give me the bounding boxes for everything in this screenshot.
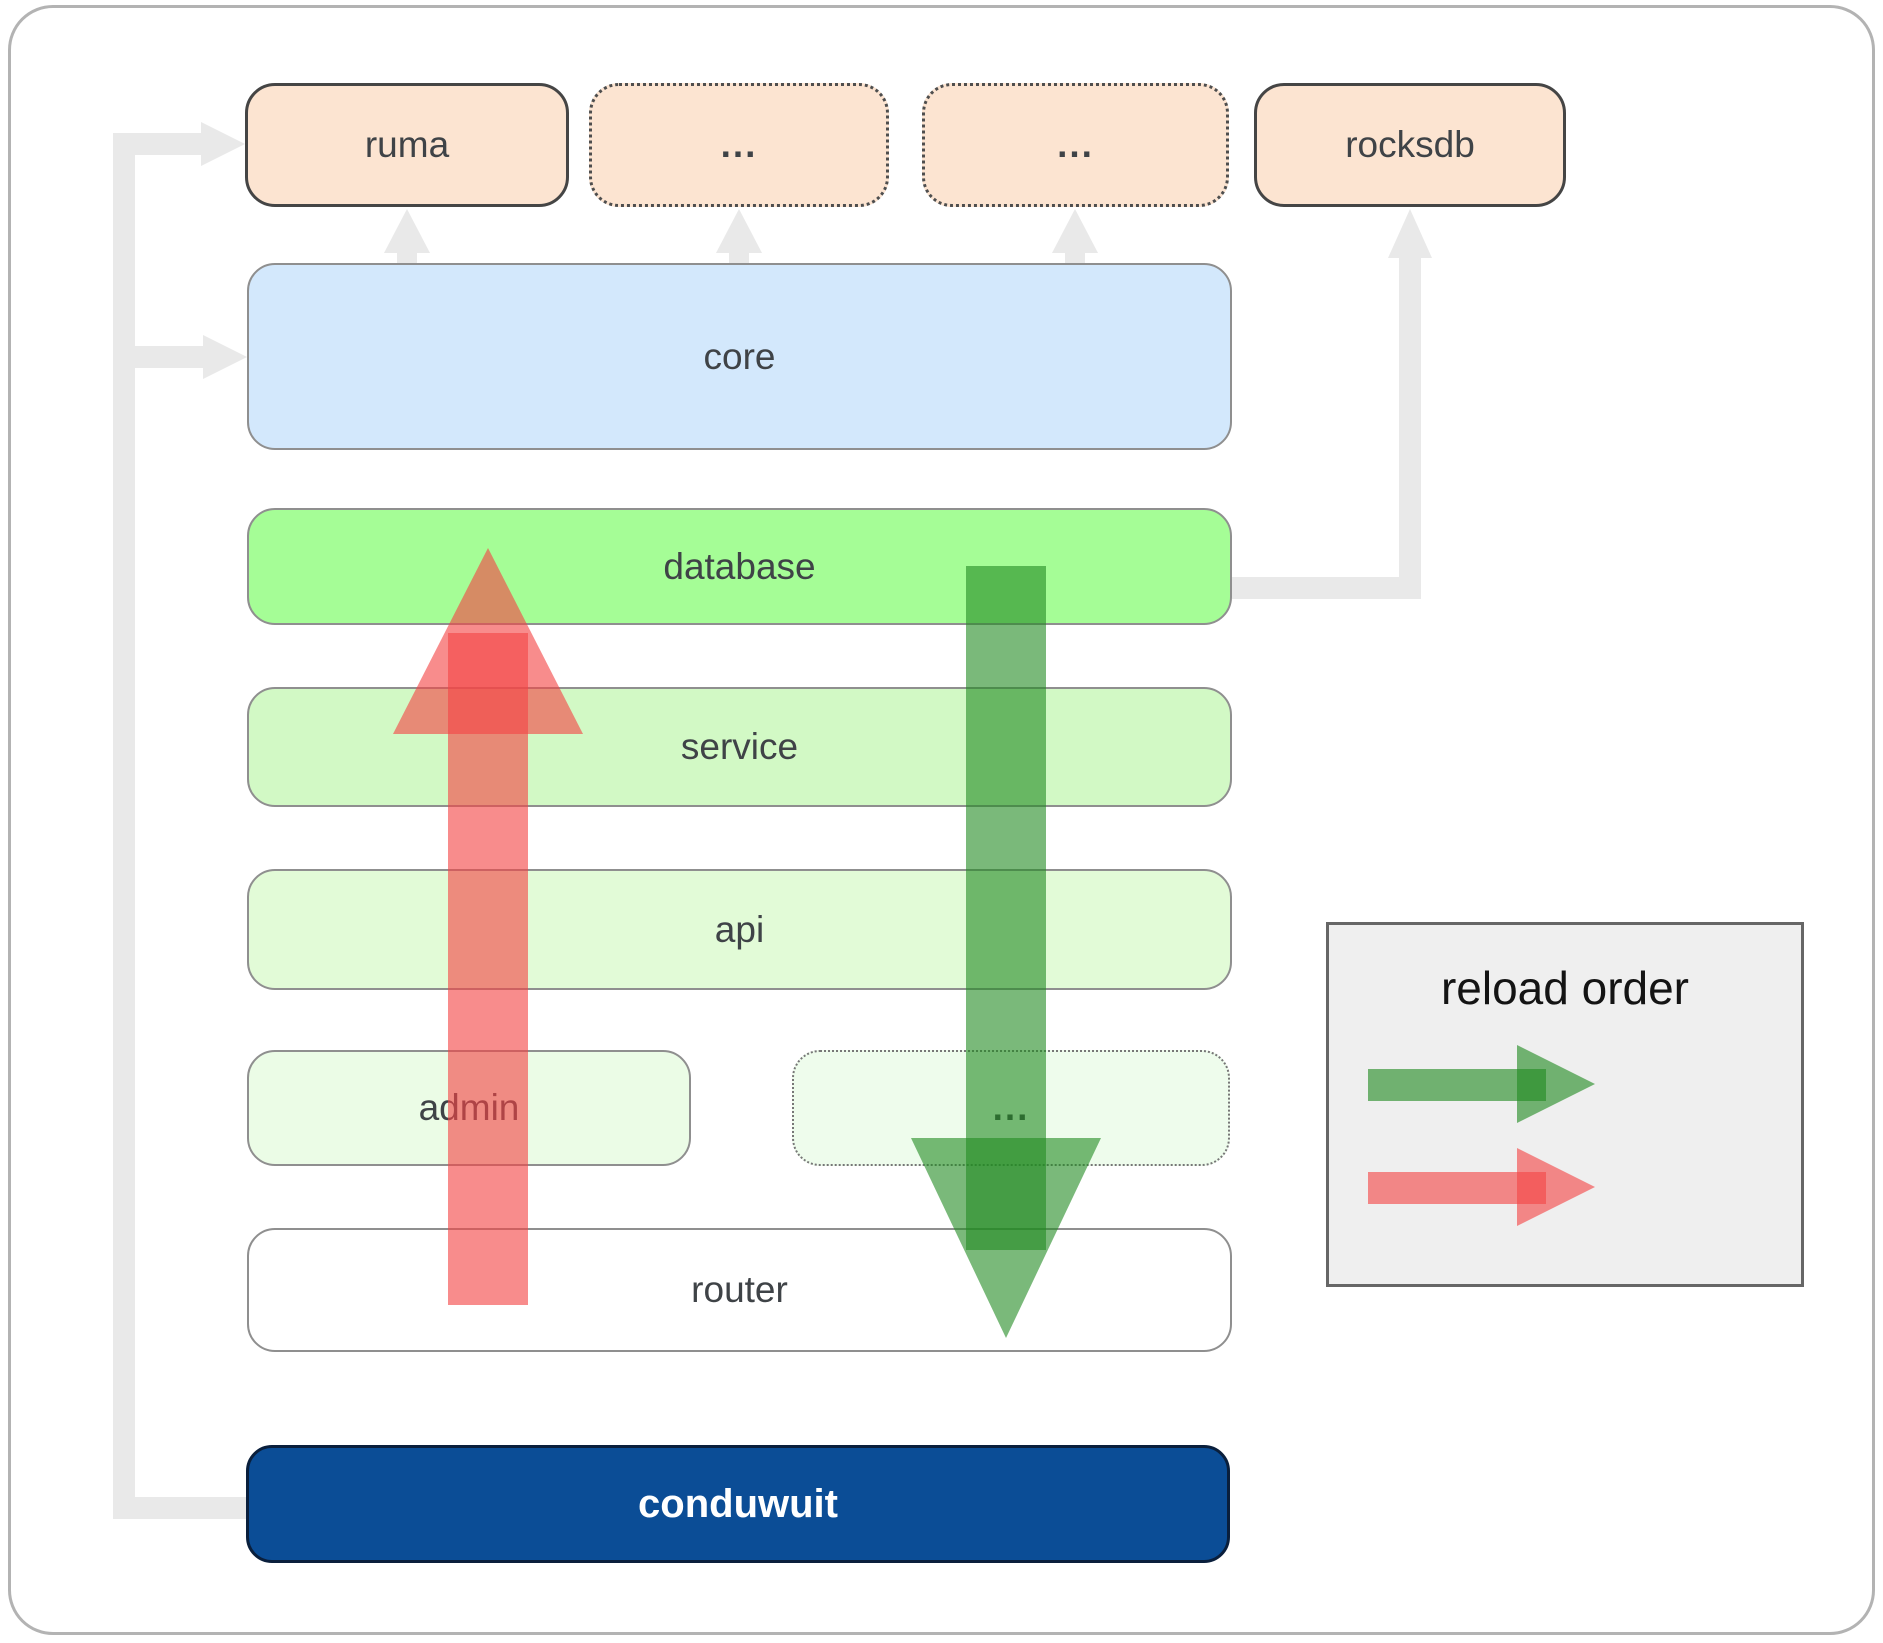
legend: reload order: [1326, 922, 1804, 1287]
box-api-label: api: [714, 908, 765, 950]
box-ellipsis-admin-label: ...: [992, 1087, 1030, 1128]
box-ruma: ruma: [245, 83, 569, 207]
load-arrow-icon: [1368, 1045, 1595, 1123]
box-ellipsis-top-1-label: ...: [720, 124, 758, 165]
outer-frame: [8, 5, 1875, 1635]
box-ellipsis-top-2-label: ...: [1057, 124, 1094, 165]
box-database: database: [247, 508, 1232, 625]
unload-arrow-icon: [1368, 1148, 1595, 1226]
box-admin: admin: [247, 1050, 691, 1166]
legend-load-shaft: [1368, 1069, 1546, 1101]
box-core-label: core: [703, 335, 776, 377]
box-core: core: [247, 263, 1232, 450]
box-ruma-label: ruma: [364, 124, 450, 165]
box-admin-label: admin: [418, 1087, 520, 1128]
box-router: router: [247, 1228, 1232, 1352]
legend-unload-head: [1517, 1148, 1595, 1226]
box-service: service: [247, 687, 1232, 807]
box-ellipsis-admin: ...: [792, 1050, 1230, 1166]
box-rocksdb: rocksdb: [1254, 83, 1566, 207]
box-rocksdb-label: rocksdb: [1345, 124, 1475, 165]
box-service-label: service: [680, 726, 799, 767]
box-conduwuit: conduwuit: [246, 1445, 1230, 1563]
box-ellipsis-top-2: ...: [922, 83, 1229, 207]
box-ellipsis-top-1: ...: [589, 83, 889, 207]
legend-unload-shaft: [1368, 1172, 1546, 1204]
legend-load-head: [1517, 1045, 1595, 1123]
box-api: api: [247, 869, 1232, 990]
box-database-label: database: [663, 545, 816, 587]
box-router-label: router: [691, 1269, 788, 1310]
box-conduwuit-label: conduwuit: [638, 1481, 838, 1526]
legend-title: reload order: [1440, 962, 1690, 1014]
